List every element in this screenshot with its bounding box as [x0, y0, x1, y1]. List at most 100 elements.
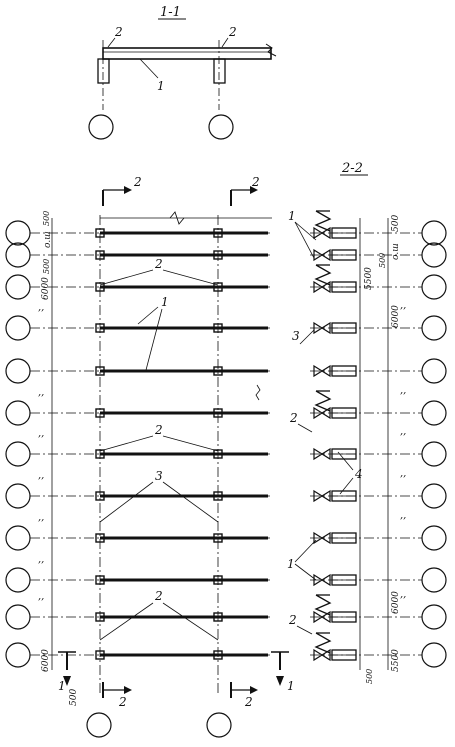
sec22-row-bracing-3: [314, 264, 332, 286]
plan-row-column-b-3: [213, 282, 223, 292]
plan-break-mark-middle: [255, 384, 261, 401]
left-dim-500-2: 500: [42, 259, 51, 274]
plan-top-dim-break: [169, 211, 185, 225]
plan-row-repeat-mark-10: ,,: [38, 554, 44, 565]
plan-leader-3-right: [162, 481, 219, 523]
left-dim-500-top: 500: [42, 211, 51, 226]
section-1-1-beam: [102, 47, 272, 60]
sec22-callout-2-mid: 2: [289, 411, 298, 425]
plan-row-column-a-2: [95, 250, 105, 260]
plan-row-column-a-3: [95, 282, 105, 292]
sec22-row-bowtie-4: [313, 321, 331, 335]
sec22-leader-1c: [294, 539, 317, 563]
plan-row-column-b-12: [213, 650, 223, 660]
section-2-2-callouts: 1 3 2 4 1 2: [287, 209, 363, 635]
sec22-callout-4: 4: [354, 467, 363, 481]
section-2-2: ,,,,,,,,,,,,: [310, 210, 447, 670]
left-dim-osh: о.ш: [43, 231, 53, 248]
section-1-1-leader-2-right: [221, 37, 229, 48]
plan-callout-1: 1: [161, 295, 169, 309]
plan-leader-1b: [145, 308, 163, 371]
plan-row-axis-bubble-9: [5, 525, 31, 551]
cut-1-right-label: 1: [287, 679, 295, 693]
plan-row-axis-bubble-10: [5, 567, 31, 593]
sec22-leader-4a: [337, 451, 354, 471]
section-1-1: 1-1 2 2 1: [88, 5, 277, 140]
plan-row-axis-bubble-2: [5, 242, 31, 268]
sec22-row-bracing-1: [314, 210, 332, 232]
plan-row-column-a-5: [95, 366, 105, 376]
plan-row-column-b-4: [213, 323, 223, 333]
sec22-row-axis-bubble-10: [421, 567, 447, 593]
sec22-row-bowtie-11: [313, 610, 331, 624]
cut-1-left-label: 1: [58, 679, 66, 693]
plan-callout-2-b: 2: [154, 423, 163, 437]
cut-top-left-arrowhead: [124, 186, 132, 194]
plan-bottom-axis-bubble-a: [86, 712, 112, 738]
sec22-row-bowtie-9: [313, 531, 331, 545]
section-1-1-leader-2-left: [107, 37, 116, 48]
plan-row-column-b-8: [213, 491, 223, 501]
left-dim-6000-top: 6000: [41, 277, 51, 300]
plan-bottom-axis-bubble-b: [206, 712, 232, 738]
sec22-row-bracing-12: [314, 632, 332, 654]
section-2-2-title: 2-2: [341, 161, 363, 176]
sec22-callout-1-bottom: 1: [287, 557, 295, 571]
plan-row-column-b-2: [213, 250, 223, 260]
sec22-row-bowtie-5: [313, 364, 331, 378]
plan-leader-3-left: [99, 481, 154, 523]
sec22-leader-2-mid: [297, 423, 313, 433]
plan-row-column-a-4: [95, 323, 105, 333]
sec22-leader-1d: [294, 563, 317, 581]
plan-row-axis-bubble-5: [5, 358, 31, 384]
plan-row-axis-bubble-1: [5, 220, 31, 246]
sec22-leader-1b: [294, 221, 315, 259]
plan-callouts: 2 1 2 3 2: [99, 257, 261, 641]
sec22-row-bowtie-8: [313, 489, 331, 503]
sec22-row-bowtie-6: [313, 406, 331, 420]
section-1-1-title: 1-1: [160, 5, 181, 20]
plan-row-column-b-6: [213, 408, 223, 418]
plan-row-axis-bubble-7: [5, 441, 31, 467]
plan-row-axis-bubble-11: [5, 604, 31, 630]
cut-bottom-left-label: 2: [118, 695, 127, 709]
plan-row-repeat-mark-4: ,,: [38, 302, 44, 313]
plan-leader-2b-right: [162, 435, 219, 452]
right-dim-6000-top: 6000: [391, 305, 401, 328]
sec22-row-axis-bubble-5: [421, 358, 447, 384]
sec22-row-repeat-mark-7: ,,: [400, 426, 406, 437]
plan-row-column-b-10: [213, 575, 223, 585]
sec22-row-bowtie-1: [313, 226, 331, 240]
plan-top-dimension: [100, 211, 272, 225]
section-1-1-axis-bubble-right: [208, 114, 234, 140]
plan-row-column-a-12: [95, 650, 105, 660]
sec22-row-repeat-mark-6: ,,: [400, 385, 406, 396]
sec22-leader-1a: [294, 221, 317, 241]
section-1-1-column-left: [97, 58, 110, 84]
section-1-1-callout-1: 1: [157, 79, 165, 93]
sec22-row-repeat-mark-11: ,,: [400, 589, 406, 600]
section-1-1-break-mark: [265, 43, 277, 57]
sec22-row-bowtie-12: [313, 648, 331, 662]
cut-1-1-markers: 1 1: [58, 651, 295, 693]
sec22-row-axis-bubble-6: [421, 400, 447, 426]
right-dim-500-top: 500: [391, 215, 401, 232]
cut-1-left-arrowhead: [63, 676, 71, 686]
plan-row-axis-bubble-12: [5, 642, 31, 668]
cut-top-right-arrowhead: [250, 186, 258, 194]
plan-row-axis-bubble-3: [5, 274, 31, 300]
sec22-callout-2-bottom: 2: [288, 613, 297, 627]
left-dimension-chain: о.ш 500 500 6000 6000 500: [41, 211, 79, 706]
sec22-row-axis-bubble-11: [421, 604, 447, 630]
plan-row-axis-bubble-6: [5, 400, 31, 426]
plan-row-repeat-mark-11: ,,: [38, 591, 44, 602]
sec22-row-axis-bubble-8: [421, 483, 447, 509]
right-dim-6000-bottom: 6000: [391, 591, 401, 614]
plan-row-column-b-11: [213, 612, 223, 622]
section-1-1-column-right: [213, 58, 226, 84]
plan-row-column-b-7: [213, 449, 223, 459]
sec22-row-repeat-mark-4: ,,: [400, 300, 406, 311]
sec22-leader-4b: [339, 477, 354, 495]
plan-row-column-a-1: [95, 228, 105, 238]
